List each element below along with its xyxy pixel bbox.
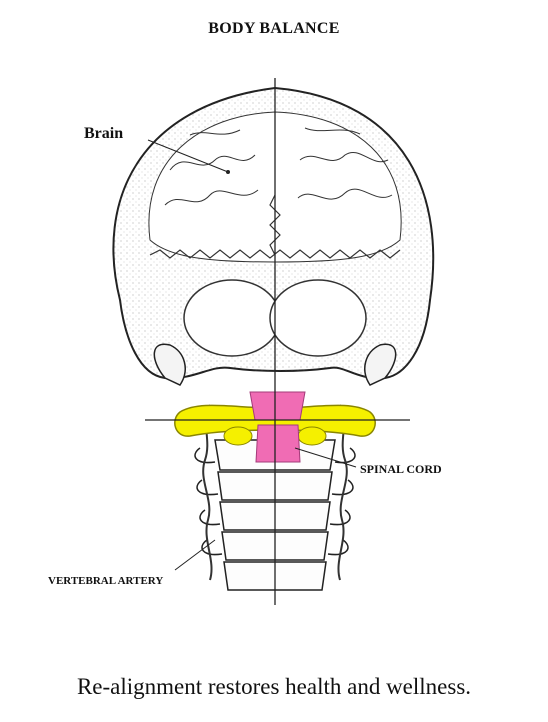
vertebral-artery-label: VERTEBRAL ARTERY bbox=[48, 575, 163, 587]
axis-dens bbox=[250, 392, 305, 462]
spinal-cord-label: SPINAL CORD bbox=[360, 462, 442, 477]
caption: Re-alignment restores health and wellnes… bbox=[0, 674, 548, 700]
brain-label: Brain bbox=[84, 125, 123, 143]
skull bbox=[113, 88, 433, 385]
